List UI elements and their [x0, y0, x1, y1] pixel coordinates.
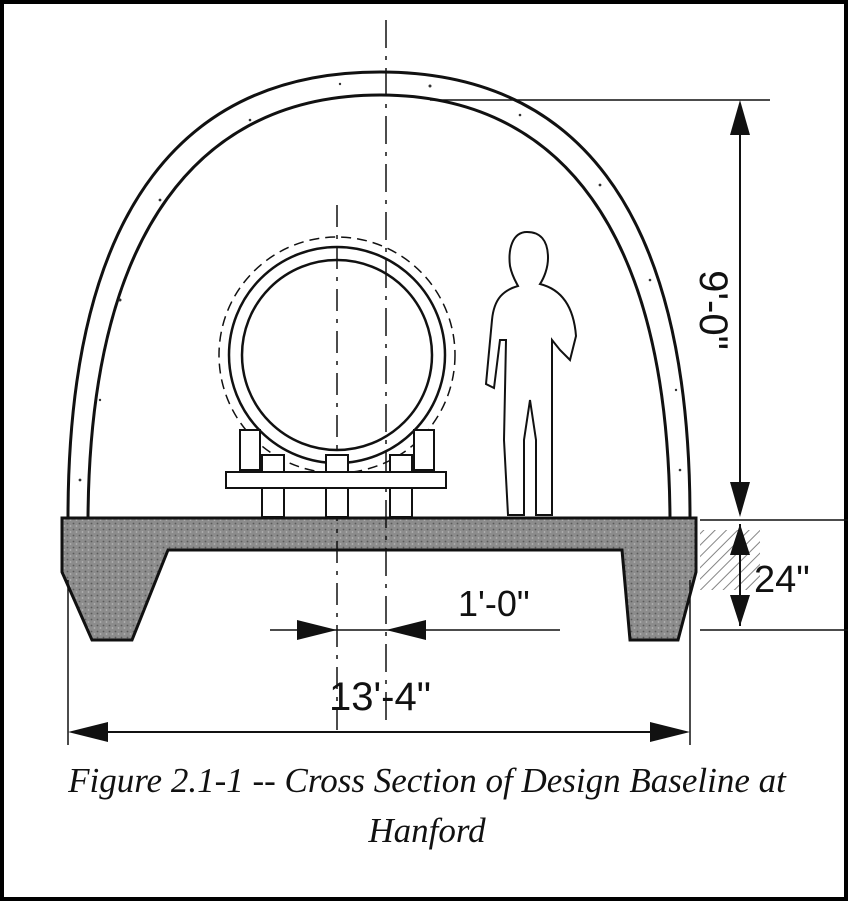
- spacing-arrow-right: [386, 620, 426, 640]
- arch-speckle: [78, 82, 682, 482]
- height-arrow-top: [730, 100, 750, 135]
- pipe-support: [225, 429, 447, 518]
- width-arrow-left: [68, 722, 108, 742]
- pipe-inner: [240, 258, 434, 452]
- overall-width-label: 13'-4": [329, 675, 431, 719]
- base-slab: [60, 516, 698, 642]
- height-arrow-bottom: [730, 482, 750, 517]
- slab-arrow-top: [730, 524, 750, 555]
- ground-hatch: [700, 530, 760, 590]
- caption-line-2: Hanford: [368, 811, 486, 850]
- slab-thickness-label: 24": [754, 559, 810, 601]
- caption-line-1: Figure 2.1-1 -- Cross Section of Design …: [68, 761, 786, 800]
- slab-arrow-bottom: [730, 595, 750, 626]
- width-arrow-right: [650, 722, 690, 742]
- person-silhouette: [484, 230, 578, 516]
- spacing-arrow-left: [297, 620, 337, 640]
- arch-inner: [86, 93, 672, 519]
- arch-outer: [66, 70, 692, 519]
- height-label: 9'-0": [691, 270, 735, 350]
- pipe-spacing-label: 1'-0": [458, 583, 530, 624]
- figure-caption: Figure 2.1-1 -- Cross Section of Design …: [12, 756, 842, 856]
